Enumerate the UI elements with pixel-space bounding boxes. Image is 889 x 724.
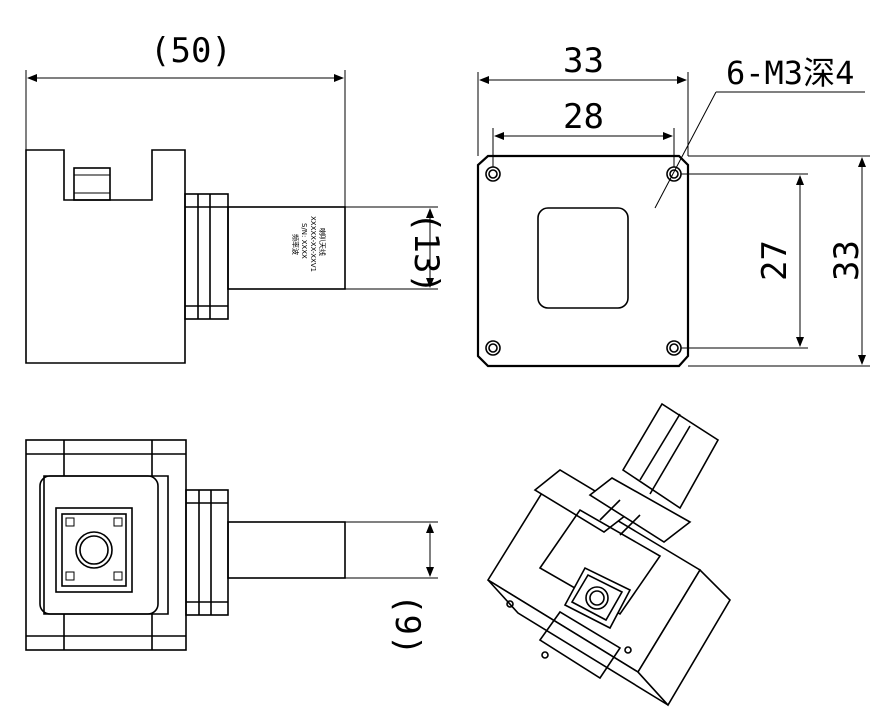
dim-front-height: (13) [406, 212, 446, 294]
dim-bottom-height: (9) [387, 594, 427, 655]
label-line3: S/N: XXXX [300, 223, 308, 259]
dim-top-height-inner: 27 [755, 240, 795, 281]
label-line2: XXXXX-XX-XXV1 [309, 216, 317, 272]
label-line4: 频率波 [291, 234, 300, 255]
dim-top-width-inner: 28 [563, 97, 604, 137]
note-holes: 6-M3深4 [726, 54, 854, 92]
dim-top-width-outer: 33 [563, 41, 604, 81]
isometric-view [486, 402, 732, 707]
dim-top-height-outer: 33 [827, 240, 867, 281]
dim-front-width: (50) [150, 31, 232, 71]
bottom-view: (9) [25, 439, 438, 655]
label-line1: 喇叭天线 [318, 228, 327, 256]
face-view: 33 28 6-M3深4 27 33 [476, 41, 870, 368]
front-view: 喇叭天线 XXXXX-XX-XXV1 S/N: XXXX 频率波 (50) (1… [25, 31, 446, 364]
